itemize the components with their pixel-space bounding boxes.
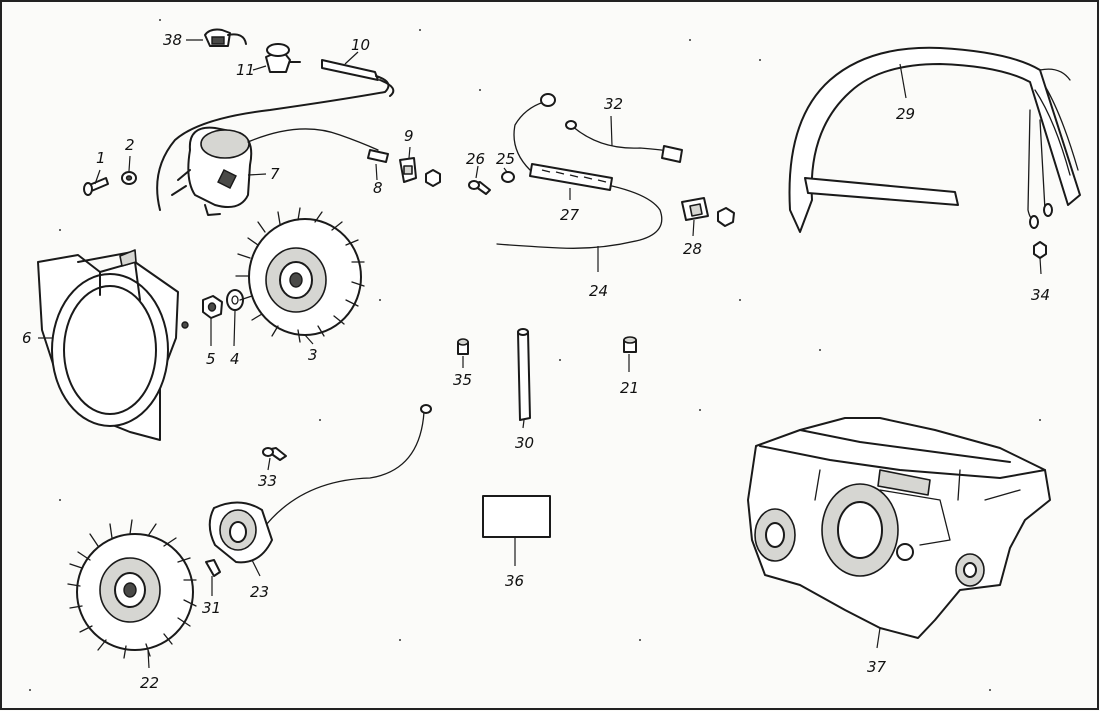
part-30-handlebar — [788, 46, 1081, 233]
callout-36: 35 — [453, 371, 472, 389]
part-32-screw — [205, 559, 221, 577]
part-36-plug — [457, 338, 469, 355]
part-37-label — [482, 495, 551, 538]
callout-3: 3 — [308, 346, 318, 364]
part-21-crankcase — [747, 417, 1051, 639]
part-4-washer — [226, 289, 244, 311]
part-29-switch — [681, 197, 735, 227]
callout-34: 33 — [258, 472, 277, 490]
callout-38: 38 — [163, 31, 182, 49]
callout-7: 7 — [270, 165, 280, 183]
part-9-switch — [399, 157, 441, 187]
leader-lines — [38, 39, 1042, 669]
part-1-screw — [83, 177, 109, 196]
callout-21: 37 — [867, 658, 887, 676]
callout-5: 5 — [206, 350, 216, 368]
part-34-screw — [262, 447, 287, 461]
callout-31: 30 — [515, 434, 534, 452]
callout-22: 21 — [620, 379, 639, 397]
callout-1: 1 — [96, 149, 106, 167]
part-11-plug-cap — [265, 43, 301, 73]
part-8-terminal — [367, 149, 389, 163]
part-38-clip — [204, 28, 247, 47]
callout-2: 2 — [125, 136, 135, 154]
callout-8: 8 — [373, 179, 383, 197]
callout-32: 31 — [202, 599, 221, 617]
callout-25: 24 — [589, 282, 608, 300]
part-35-nut — [1033, 241, 1047, 259]
part-6-fan-housing — [37, 249, 189, 441]
part-28-connector-strip — [496, 93, 663, 249]
callout-30: 29 — [896, 105, 915, 123]
part-3-flywheel — [235, 207, 365, 343]
part-10-ht-lead — [156, 59, 395, 211]
part-26-washer — [501, 171, 515, 183]
part-5-nut — [202, 295, 223, 319]
callout-27: 26 — [466, 150, 485, 168]
part-33-wire — [565, 120, 683, 163]
callout-37: 36 — [505, 572, 524, 590]
part-27-screw — [468, 180, 491, 195]
callout-10: 10 — [351, 36, 370, 54]
part-22-plug — [623, 336, 637, 353]
callout-23: 22 — [140, 674, 159, 692]
callout-labels: 38 11 10 1 2 7 8 9 6 5 4 3 26 25 27 32 2… — [22, 31, 1050, 692]
callout-29: 28 — [683, 240, 702, 258]
callout-28: 27 — [560, 206, 580, 224]
part-2-washer — [121, 171, 137, 185]
callout-11: 11 — [236, 61, 255, 79]
part-24-ignition-module — [208, 404, 432, 564]
callout-24: 23 — [250, 583, 269, 601]
part-7-ignition-coil — [171, 126, 379, 216]
print-specks — [29, 19, 1041, 691]
callout-26: 25 — [496, 150, 515, 168]
callout-4: 4 — [230, 350, 240, 368]
callout-6: 6 — [22, 329, 32, 347]
callout-35: 34 — [1031, 286, 1050, 304]
callout-9: 9 — [404, 127, 414, 145]
part-31-pin — [517, 328, 531, 421]
part-23-flywheel — [67, 519, 197, 659]
callout-33: 32 — [604, 95, 623, 113]
